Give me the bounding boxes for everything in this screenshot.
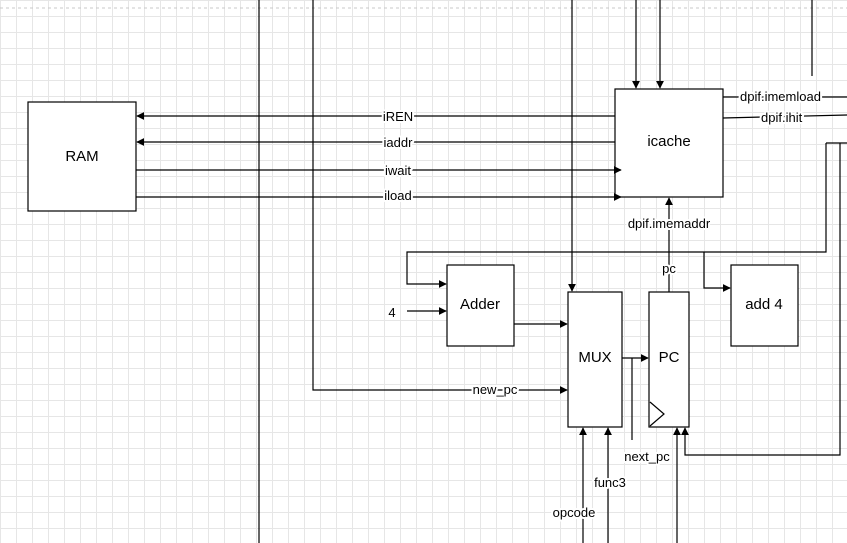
new-pc-wire <box>312 0 568 394</box>
iaddr-label: iaddr <box>384 135 414 150</box>
adder-label: Adder <box>460 296 500 313</box>
opcode-label: opcode <box>553 505 596 520</box>
add4-label: add 4 <box>745 296 783 313</box>
icache-block[interactable] <box>614 88 724 198</box>
iwait-label: iwait <box>385 163 411 178</box>
pc-bottom-feedback-wire <box>681 143 841 456</box>
pc-feedback-to-adder-wire <box>406 143 827 288</box>
constant-four-label: 4 <box>388 305 395 320</box>
mux-label: MUX <box>578 349 611 366</box>
imemload-label: dpif.imemload <box>740 89 821 104</box>
iload-label: iload <box>384 188 411 203</box>
pc-to-add4-wire <box>703 252 731 292</box>
iren-label: iREN <box>383 109 413 124</box>
pc-output-label: pc <box>662 261 676 276</box>
ihit-label: dpif.ihit <box>761 110 803 125</box>
new-pc-label: new_pc <box>473 382 518 397</box>
next-pc-label: next_pc <box>624 449 670 464</box>
func3-label: func3 <box>594 475 626 490</box>
imemaddr-label: dpif.imemaddr <box>628 216 711 231</box>
mux-block[interactable] <box>567 291 623 428</box>
add4-block[interactable] <box>730 264 799 347</box>
adder-block[interactable] <box>446 264 515 347</box>
pc-register-block[interactable] <box>648 291 690 428</box>
pc-label: PC <box>659 349 680 366</box>
ram-block[interactable] <box>27 101 137 212</box>
icache-label: icache <box>647 133 690 150</box>
ram-label: RAM <box>65 148 98 165</box>
ihit-wire <box>722 114 847 119</box>
clock-triangle-icon <box>649 401 665 427</box>
